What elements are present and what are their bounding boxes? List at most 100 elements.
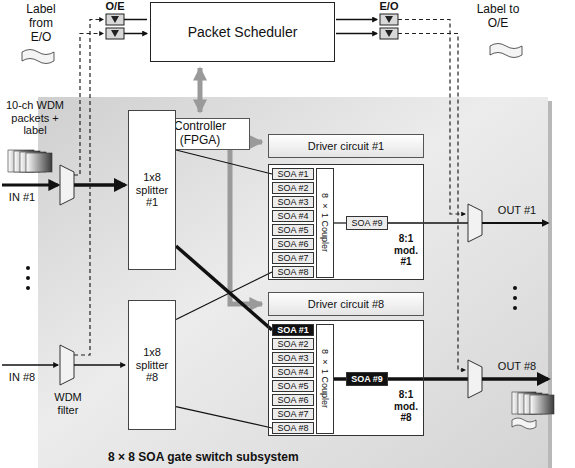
switch-module: 8:1 mod. #1 SOA #1 SOA #2 SOA #3 SOA #4 SOA #… bbox=[268, 164, 424, 280]
text-label: Label to O/E bbox=[476, 3, 520, 31]
box-label: SOA #6 bbox=[275, 395, 310, 405]
subsystem-region bbox=[38, 97, 548, 468]
soa-gate: SOA #7 bbox=[272, 252, 314, 264]
box-label: SOA #5 bbox=[275, 381, 310, 391]
box-label: SOA #6 bbox=[275, 239, 310, 249]
text-label: O/E bbox=[101, 0, 129, 13]
switch-module: 8:1 mod. #8 SOA #1 SOA #2 SOA #3 SOA #4 SOA #… bbox=[268, 320, 424, 436]
text-label: 10-ch WDM packets + label bbox=[2, 99, 68, 137]
text-label: E/O bbox=[375, 0, 403, 13]
label-path bbox=[74, 34, 103, 176]
label-path bbox=[74, 20, 103, 356]
soa-gate: SOA #9 bbox=[346, 216, 388, 230]
soa-gate: SOA #1 bbox=[272, 324, 314, 336]
text-label: WDM filter bbox=[44, 391, 92, 416]
optical-fiber bbox=[334, 377, 346, 381]
box-label: 1x8 splitter #8 bbox=[129, 346, 175, 384]
signal-arrow bbox=[124, 20, 147, 34]
output-fiber bbox=[388, 222, 468, 224]
box-label: SOA #7 bbox=[275, 253, 310, 263]
soa-gate: SOA #3 bbox=[272, 352, 314, 364]
box-label: SOA #3 bbox=[275, 353, 310, 363]
soa-gate: SOA #5 bbox=[272, 224, 314, 236]
optical-fiber bbox=[176, 272, 272, 320]
box-label: SOA #1 bbox=[275, 169, 310, 179]
soa-gate: SOA #6 bbox=[272, 394, 314, 406]
packet-stack bbox=[8, 150, 52, 172]
output-arrow bbox=[482, 222, 548, 224]
input-arrow bbox=[2, 184, 58, 187]
soa-gate: SOA #9 bbox=[346, 372, 388, 386]
input-arrow bbox=[2, 364, 58, 366]
optical-fiber bbox=[176, 150, 272, 174]
eo-converter bbox=[380, 14, 398, 39]
box-label: SOA #7 bbox=[275, 409, 310, 419]
driver-box: Driver circuit #1 bbox=[268, 134, 424, 158]
wdm-combiner bbox=[468, 204, 482, 242]
text-label: OUT #8 bbox=[492, 360, 542, 373]
label-flag bbox=[490, 44, 522, 58]
box-label: SOA #2 bbox=[275, 183, 310, 193]
soa-gate: SOA #1 bbox=[272, 168, 314, 180]
soa-gate: SOA #4 bbox=[272, 366, 314, 378]
text-label: OUT #1 bbox=[492, 204, 542, 217]
box-label: 8 × 1 Coupler bbox=[320, 193, 330, 252]
text-label: Label from E/O bbox=[20, 3, 62, 44]
signal-arrow bbox=[336, 33, 377, 35]
soa-gate: SOA #6 bbox=[272, 238, 314, 250]
label-path bbox=[398, 20, 465, 215]
control-arrow bbox=[250, 140, 262, 145]
scheduler-box: Packet Scheduler bbox=[150, 2, 335, 62]
soa-gate: SOA #2 bbox=[272, 182, 314, 194]
control-arrow bbox=[198, 68, 203, 112]
coupler-box: 8 × 1 Coupler bbox=[316, 168, 334, 278]
fiber-arrow bbox=[74, 183, 125, 187]
oe-converter bbox=[106, 14, 124, 39]
box-label: Packet Scheduler bbox=[186, 24, 300, 40]
soa-gate: SOA #3 bbox=[272, 196, 314, 208]
box-label: SOA #8 bbox=[275, 267, 310, 277]
module-label: 8:1 mod. #1 bbox=[390, 233, 422, 268]
signal-arrow bbox=[336, 19, 377, 21]
box-label: SOA #1 bbox=[275, 325, 311, 335]
box-label: 8 × 1 Coupler bbox=[320, 349, 330, 408]
box-label: SOA #4 bbox=[275, 211, 310, 221]
text-label: IN #1 bbox=[4, 191, 40, 204]
control-arrow bbox=[230, 150, 262, 304]
driver-box: Driver circuit #8 bbox=[268, 292, 424, 316]
optical-fiber bbox=[176, 246, 272, 330]
soa-gate: SOA #8 bbox=[272, 422, 314, 434]
module-label: 8:1 mod. #8 bbox=[390, 389, 422, 424]
soa-gate: SOA #5 bbox=[272, 380, 314, 392]
box-label: SOA #9 bbox=[349, 373, 385, 385]
box-label: Driver circuit #1 bbox=[306, 140, 386, 153]
soa-gate: SOA #8 bbox=[272, 266, 314, 278]
box-label: SOA #4 bbox=[275, 367, 310, 377]
box-label: Driver circuit #8 bbox=[306, 298, 386, 311]
fiber-arrow bbox=[74, 364, 125, 366]
box-label: SOA #2 bbox=[275, 339, 310, 349]
soa-gate: SOA #4 bbox=[272, 210, 314, 222]
splitter-box: 1x8 splitter #8 bbox=[128, 300, 176, 430]
output-arrow bbox=[482, 377, 548, 381]
wdm-filter bbox=[60, 345, 74, 385]
splitter-box: 1x8 splitter #1 bbox=[128, 110, 176, 270]
wdm-filter bbox=[60, 165, 74, 205]
optical-fiber bbox=[334, 222, 346, 223]
soa-gate: SOA #7 bbox=[272, 408, 314, 420]
box-label: SOA #5 bbox=[275, 225, 310, 235]
soa-gate: SOA #2 bbox=[272, 338, 314, 350]
label-flag bbox=[22, 50, 54, 64]
packet-stack bbox=[512, 392, 554, 429]
box-label: SOA #3 bbox=[275, 197, 310, 207]
subsystem-region: 8 × 8 SOA gate switch subsystemControlle… bbox=[38, 97, 548, 468]
text-label: IN #8 bbox=[4, 371, 40, 384]
module-ground bbox=[268, 164, 424, 280]
coupler-box: 8 × 1 Coupler bbox=[316, 324, 334, 434]
box-label: 1x8 splitter #1 bbox=[129, 171, 175, 209]
box-label: SOA #9 bbox=[349, 217, 384, 229]
wdm-combiner bbox=[468, 360, 482, 398]
output-fiber bbox=[388, 377, 468, 381]
optical-fiber bbox=[176, 407, 272, 428]
